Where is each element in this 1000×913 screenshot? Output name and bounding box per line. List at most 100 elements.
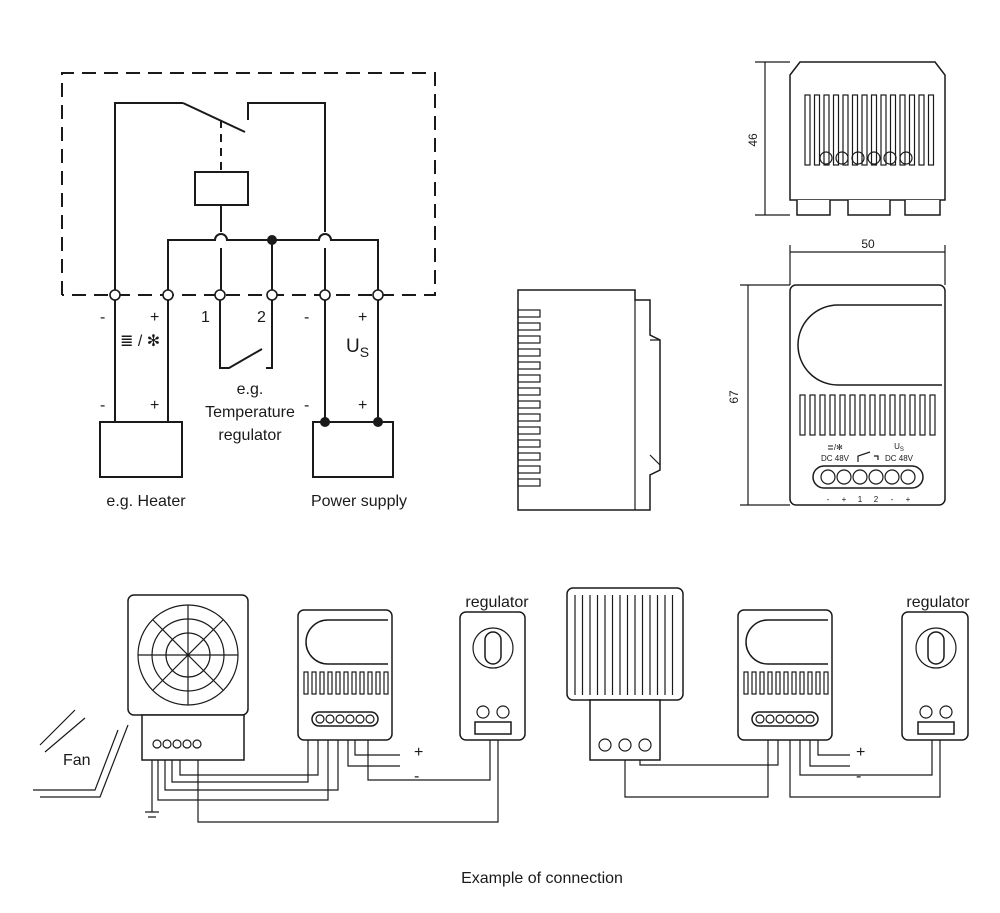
vent-slot bbox=[880, 94, 887, 166]
regulator-label: regulator bbox=[218, 427, 282, 444]
vent-slot bbox=[919, 394, 926, 436]
terminal-screw bbox=[335, 714, 345, 724]
vent-slot bbox=[879, 394, 886, 436]
vent-slot bbox=[819, 394, 826, 436]
terminal-sign: + bbox=[906, 495, 911, 504]
vent-slot bbox=[889, 394, 896, 436]
terminal-hole bbox=[819, 151, 833, 165]
vent-slot bbox=[775, 671, 781, 695]
terminal-sign: - bbox=[891, 495, 894, 504]
vent-slot bbox=[303, 671, 309, 695]
vent-slot bbox=[517, 361, 541, 370]
terminal-hole bbox=[851, 151, 865, 165]
terminal-screw bbox=[836, 469, 852, 485]
sign: + bbox=[150, 397, 159, 414]
vent-slot bbox=[861, 94, 868, 166]
vent-slot bbox=[343, 671, 349, 695]
power-supply-label: Power supply bbox=[311, 493, 407, 510]
vent-slot bbox=[823, 94, 830, 166]
vent-slot bbox=[517, 322, 541, 331]
terminal-strip bbox=[311, 711, 379, 727]
vent-slot bbox=[813, 94, 821, 166]
plus-sign: + bbox=[856, 744, 865, 761]
terminal-screw bbox=[785, 714, 795, 724]
dimension-width: 50 bbox=[861, 237, 875, 251]
vent-slot bbox=[807, 671, 813, 695]
terminal-screw bbox=[852, 469, 868, 485]
vent-slot bbox=[759, 671, 765, 695]
vent-slot bbox=[832, 94, 840, 166]
terminal-screw bbox=[795, 714, 805, 724]
external-wires bbox=[114, 300, 379, 422]
terminal-screw bbox=[805, 714, 815, 724]
device-window bbox=[305, 619, 388, 665]
wire bbox=[247, 102, 326, 232]
vent-slot bbox=[842, 94, 849, 166]
vent-slot bbox=[517, 335, 541, 344]
device-window bbox=[745, 619, 828, 665]
junction-dot bbox=[267, 235, 277, 245]
vent-slot bbox=[889, 94, 897, 166]
vent-slot bbox=[767, 671, 773, 695]
vent-slot bbox=[517, 348, 541, 357]
terminal-screw bbox=[755, 714, 765, 724]
vent-slot bbox=[804, 94, 811, 166]
front-voltage-right: DC 48V bbox=[885, 454, 914, 463]
terminal-screw bbox=[192, 739, 202, 749]
vent-slot bbox=[517, 387, 541, 396]
terminal-screw bbox=[820, 469, 836, 485]
relay-coil bbox=[194, 171, 249, 206]
enclosure-dashed-outline bbox=[61, 72, 436, 296]
sign: + bbox=[150, 309, 159, 326]
wire bbox=[114, 102, 183, 295]
switch-symbol bbox=[857, 451, 879, 462]
hygrostat-device-left bbox=[297, 609, 393, 741]
vent-slot bbox=[311, 671, 317, 695]
hygrostat-device-right bbox=[737, 609, 833, 741]
vent-slot bbox=[327, 671, 333, 695]
front-voltage-left: DC 48V bbox=[821, 454, 850, 463]
sign: - bbox=[304, 309, 309, 326]
vent-slot bbox=[909, 394, 916, 436]
wires-right bbox=[624, 740, 941, 798]
vent-slot bbox=[799, 394, 806, 436]
vent-slot bbox=[783, 671, 789, 695]
heater-fan-symbol: ≣ / ✻ bbox=[120, 333, 160, 350]
vent-slot bbox=[517, 400, 541, 409]
terminal-strip bbox=[751, 711, 819, 727]
terminal-screw bbox=[315, 714, 325, 724]
vent-slot bbox=[908, 94, 916, 166]
connection-example: Fan regulator regulator + - + bbox=[33, 587, 970, 887]
vent-slot bbox=[849, 394, 856, 436]
plus-sign: + bbox=[414, 744, 423, 761]
sign: - bbox=[100, 397, 105, 414]
terminal-hole bbox=[867, 151, 881, 165]
sign: 1 bbox=[201, 309, 210, 326]
vent-slot bbox=[829, 394, 836, 436]
regulator-right: regulator bbox=[901, 594, 970, 741]
vent-slot bbox=[791, 671, 797, 695]
sign: + bbox=[358, 397, 367, 414]
terminal-hole bbox=[883, 151, 897, 165]
terminal-screw bbox=[365, 714, 375, 724]
terminal-sign: + bbox=[842, 495, 847, 504]
supply-label: US bbox=[346, 336, 369, 360]
power-supply-box bbox=[312, 421, 394, 478]
vent-slot bbox=[517, 426, 541, 435]
terminal-hole bbox=[899, 151, 913, 165]
vent-slot bbox=[899, 94, 906, 166]
terminal-screw bbox=[345, 714, 355, 724]
terminal-sign: - bbox=[827, 495, 830, 504]
vent-slot bbox=[839, 394, 846, 436]
vent-slot bbox=[899, 394, 906, 436]
vent-slot bbox=[927, 94, 935, 166]
relay-contact bbox=[182, 102, 246, 133]
minus-sign: - bbox=[414, 768, 419, 785]
ground-icon bbox=[145, 760, 159, 818]
wires-left bbox=[157, 740, 499, 823]
terminal-screw bbox=[182, 739, 192, 749]
terminal-screw bbox=[868, 469, 884, 485]
sign: + bbox=[358, 309, 367, 326]
vent-slot bbox=[319, 671, 325, 695]
side-view bbox=[517, 289, 661, 511]
